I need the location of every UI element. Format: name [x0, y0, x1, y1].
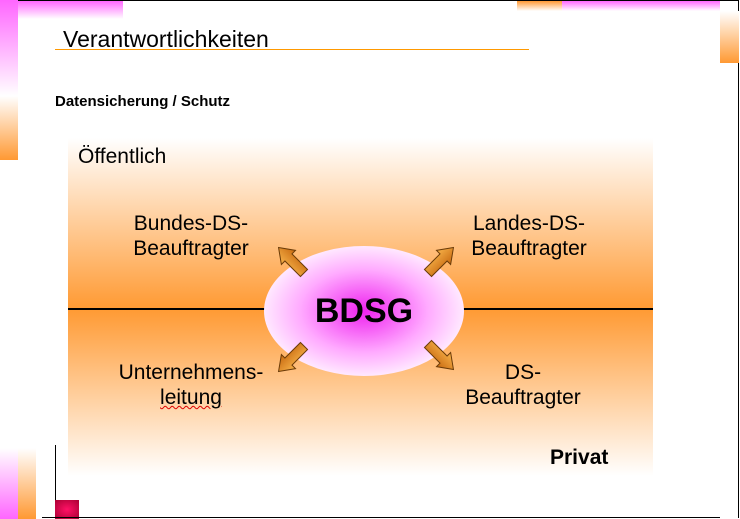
- decor-bar-left: [0, 0, 18, 160]
- arrow-to-landes-icon: [420, 239, 462, 281]
- node-line: DS-: [504, 361, 542, 384]
- slide-title: Verantwortlichkeiten: [63, 26, 269, 52]
- node-line: Beauftragter: [471, 237, 587, 260]
- node-ds-beauftragter: DS- Beauftragter: [448, 360, 598, 410]
- node-unternehmensleitung: Unternehmens- leitung: [96, 360, 286, 410]
- node-bundes-ds-beauftragter: Bundes-DS- Beauftragter: [116, 211, 266, 261]
- decor-bar-bottom-orange: [18, 448, 36, 519]
- title-underline: [55, 49, 529, 50]
- node-line: Landes-DS-: [472, 212, 586, 235]
- decor-bar-bottom-magenta: [0, 448, 18, 519]
- node-line: Bundes-DS-: [133, 212, 249, 235]
- arrow-to-unternehmensleitung-icon: [270, 338, 312, 380]
- node-line: leitung: [160, 386, 222, 409]
- decor-bar-top-orange: [517, 1, 562, 11]
- arrows: [270, 239, 462, 380]
- node-landes-ds-beauftragter: Landes-DS- Beauftragter: [454, 211, 604, 261]
- node-line: Beauftragter: [465, 386, 581, 409]
- decor-vertical-line: [55, 445, 56, 519]
- decor-bar-top-magenta: [562, 1, 720, 11]
- arrow-to-ds-beauftragter-icon: [420, 336, 462, 378]
- arrow-to-bundes-icon: [270, 239, 312, 281]
- node-line: Unternehmens-: [118, 361, 264, 384]
- node-line: Beauftragter: [133, 237, 249, 260]
- label-public: Öffentlich: [78, 145, 167, 168]
- slide-subtitle: Datensicherung / Schutz: [55, 93, 231, 110]
- diagram: Öffentlich Privat Bundes-DS- Beauftragte…: [68, 138, 653, 476]
- label-private: Privat: [550, 446, 609, 469]
- decor-bottom-line: [42, 517, 720, 518]
- decor-bar-top-left: [18, 1, 123, 19]
- decor-square: [55, 500, 79, 519]
- decor-bar-right: [720, 11, 739, 63]
- bdsg-label: BDSG: [314, 291, 414, 330]
